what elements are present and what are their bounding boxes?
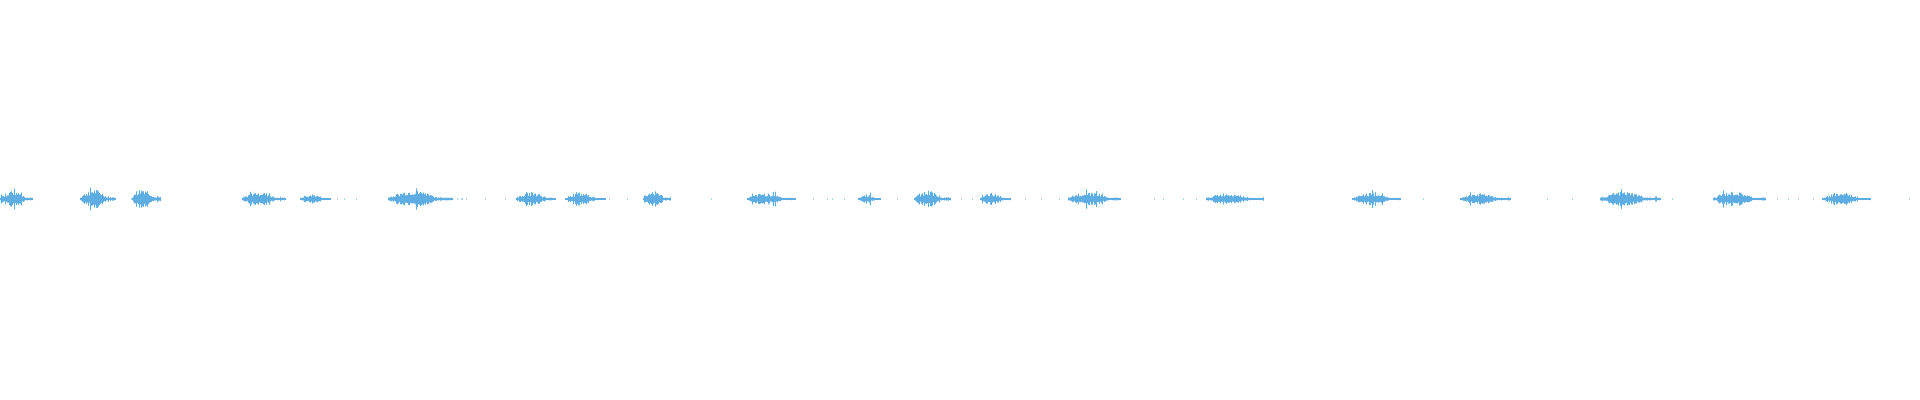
waveform-segment — [300, 194, 331, 204]
waveform-segment — [1068, 189, 1121, 209]
waveform-segment — [643, 191, 671, 207]
waveform-segment — [1352, 190, 1401, 208]
waveform-segment — [914, 190, 951, 208]
waveform-segment — [1600, 189, 1661, 209]
waveform-segment — [858, 192, 881, 206]
waveform-segments — [0, 187, 1910, 211]
waveform-segment — [388, 188, 453, 210]
waveform-segment — [0, 188, 33, 210]
waveform-segment — [1460, 192, 1511, 206]
waveform-segment — [1206, 193, 1264, 205]
waveform-segment — [132, 190, 161, 208]
waveform-segment — [747, 191, 796, 207]
waveform-segment — [565, 192, 606, 206]
waveform-segment — [80, 187, 116, 211]
waveform-segment — [516, 192, 556, 206]
waveform-segment — [242, 191, 286, 207]
waveform-segment — [1822, 192, 1871, 206]
waveform-segment — [980, 193, 1011, 205]
waveform-segment — [1713, 190, 1766, 208]
